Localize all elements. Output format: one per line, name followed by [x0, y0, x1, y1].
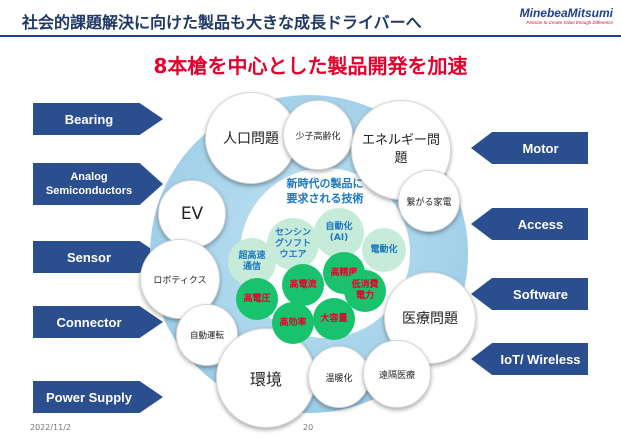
tech-sensing-software: センシングソフトウエア	[267, 218, 319, 270]
company-logo: MinebeaMitsumi Passion to Create Value t…	[520, 6, 613, 25]
technology-core-heading-line2: 要求される技術	[286, 192, 364, 205]
technology-core-heading: 新時代の製品に 要求される技術	[240, 176, 410, 206]
label-connector: Connector	[33, 306, 163, 338]
tech-automation-ai: 自動化(AI)	[314, 208, 364, 258]
core-high-voltage: 高電圧	[236, 278, 278, 320]
label-bearing: Bearing	[33, 103, 163, 135]
circle-autonomous-driving: 自動運転	[176, 304, 238, 366]
core-large-capacity: 大容量	[313, 298, 355, 340]
label-access: Access	[471, 208, 588, 240]
header-divider	[0, 35, 621, 37]
label-motor: Motor	[471, 132, 588, 164]
circle-connected-appliances: 繋がる家電	[398, 170, 460, 232]
tech-electrification: 電動化	[362, 228, 406, 272]
circle-ev: EV	[158, 180, 226, 248]
label-analog-semiconductors: Analog Semiconductors	[33, 163, 163, 205]
technology-core-heading-line1: 新時代の製品に	[286, 177, 364, 190]
core-high-current: 高電流	[282, 264, 324, 306]
circle-global-warming: 温暖化	[308, 346, 370, 408]
page-number: 20	[303, 423, 314, 432]
footer-date: 2022/11/2	[30, 423, 72, 432]
label-sensor: Sensor	[33, 241, 163, 273]
label-iot-wireless: IoT/ Wireless	[471, 343, 588, 375]
label-software: Software	[471, 278, 588, 310]
page-header-title: 社会的課題解決に向けた製品も大きな成長ドライバーへ	[22, 13, 422, 32]
slide-main-title: 8本槍を中心とした製品開発を加速	[153, 54, 468, 78]
circle-environment: 環境	[216, 328, 316, 428]
core-low-power-consumption: 低消費電力	[344, 270, 386, 312]
circle-remote-medical: 遠隔医療	[363, 340, 431, 408]
label-power-supply: Power Supply	[33, 381, 163, 413]
circle-aging-society: 少子高齢化	[283, 100, 353, 170]
tech-high-speed-communication: 超高速通信	[228, 238, 276, 286]
logo-tagline: Passion to Create Value through Differen…	[526, 20, 613, 25]
core-high-efficiency: 高効率	[272, 302, 314, 344]
logo-wordmark: MinebeaMitsumi	[519, 6, 613, 20]
